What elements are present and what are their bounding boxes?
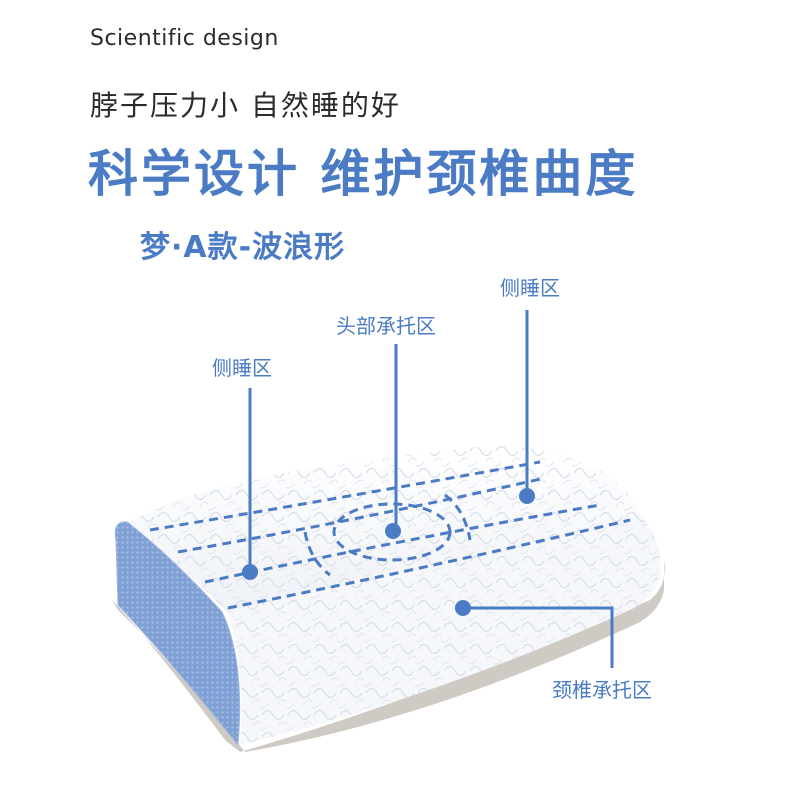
- zone-line-front-2: [227, 518, 631, 610]
- model-name: 梦·A款-波浪形: [140, 230, 346, 265]
- zone-line-front-1: [204, 503, 601, 584]
- headline: 科学设计 维护颈椎曲度: [88, 145, 639, 203]
- head-zone-left-arc: [303, 531, 331, 577]
- subtitle: 脖子压力小 自然睡的好: [90, 89, 401, 122]
- zone-line-mid: [177, 476, 546, 554]
- callout-head-support: 头部承托区: [336, 314, 436, 338]
- dot-side-right: [519, 488, 535, 504]
- callout-side-right: 侧睡区: [500, 276, 560, 300]
- dot-neck: [455, 600, 471, 616]
- dot-side-left: [242, 564, 258, 580]
- dot-head: [385, 523, 401, 539]
- head-zone-ellipse: [332, 502, 452, 562]
- pillow-base: [112, 560, 665, 752]
- eyebrow-text: Scientific design: [90, 26, 279, 51]
- zone-line-back: [149, 460, 541, 532]
- leader-neck: [465, 606, 614, 668]
- callout-neck-support: 颈椎承托区: [552, 678, 652, 702]
- zone-guides: [149, 460, 631, 610]
- callout-side-left: 侧睡区: [212, 356, 272, 380]
- head-zone-right-arc: [444, 493, 472, 541]
- pillow-side-mesh: [114, 521, 241, 747]
